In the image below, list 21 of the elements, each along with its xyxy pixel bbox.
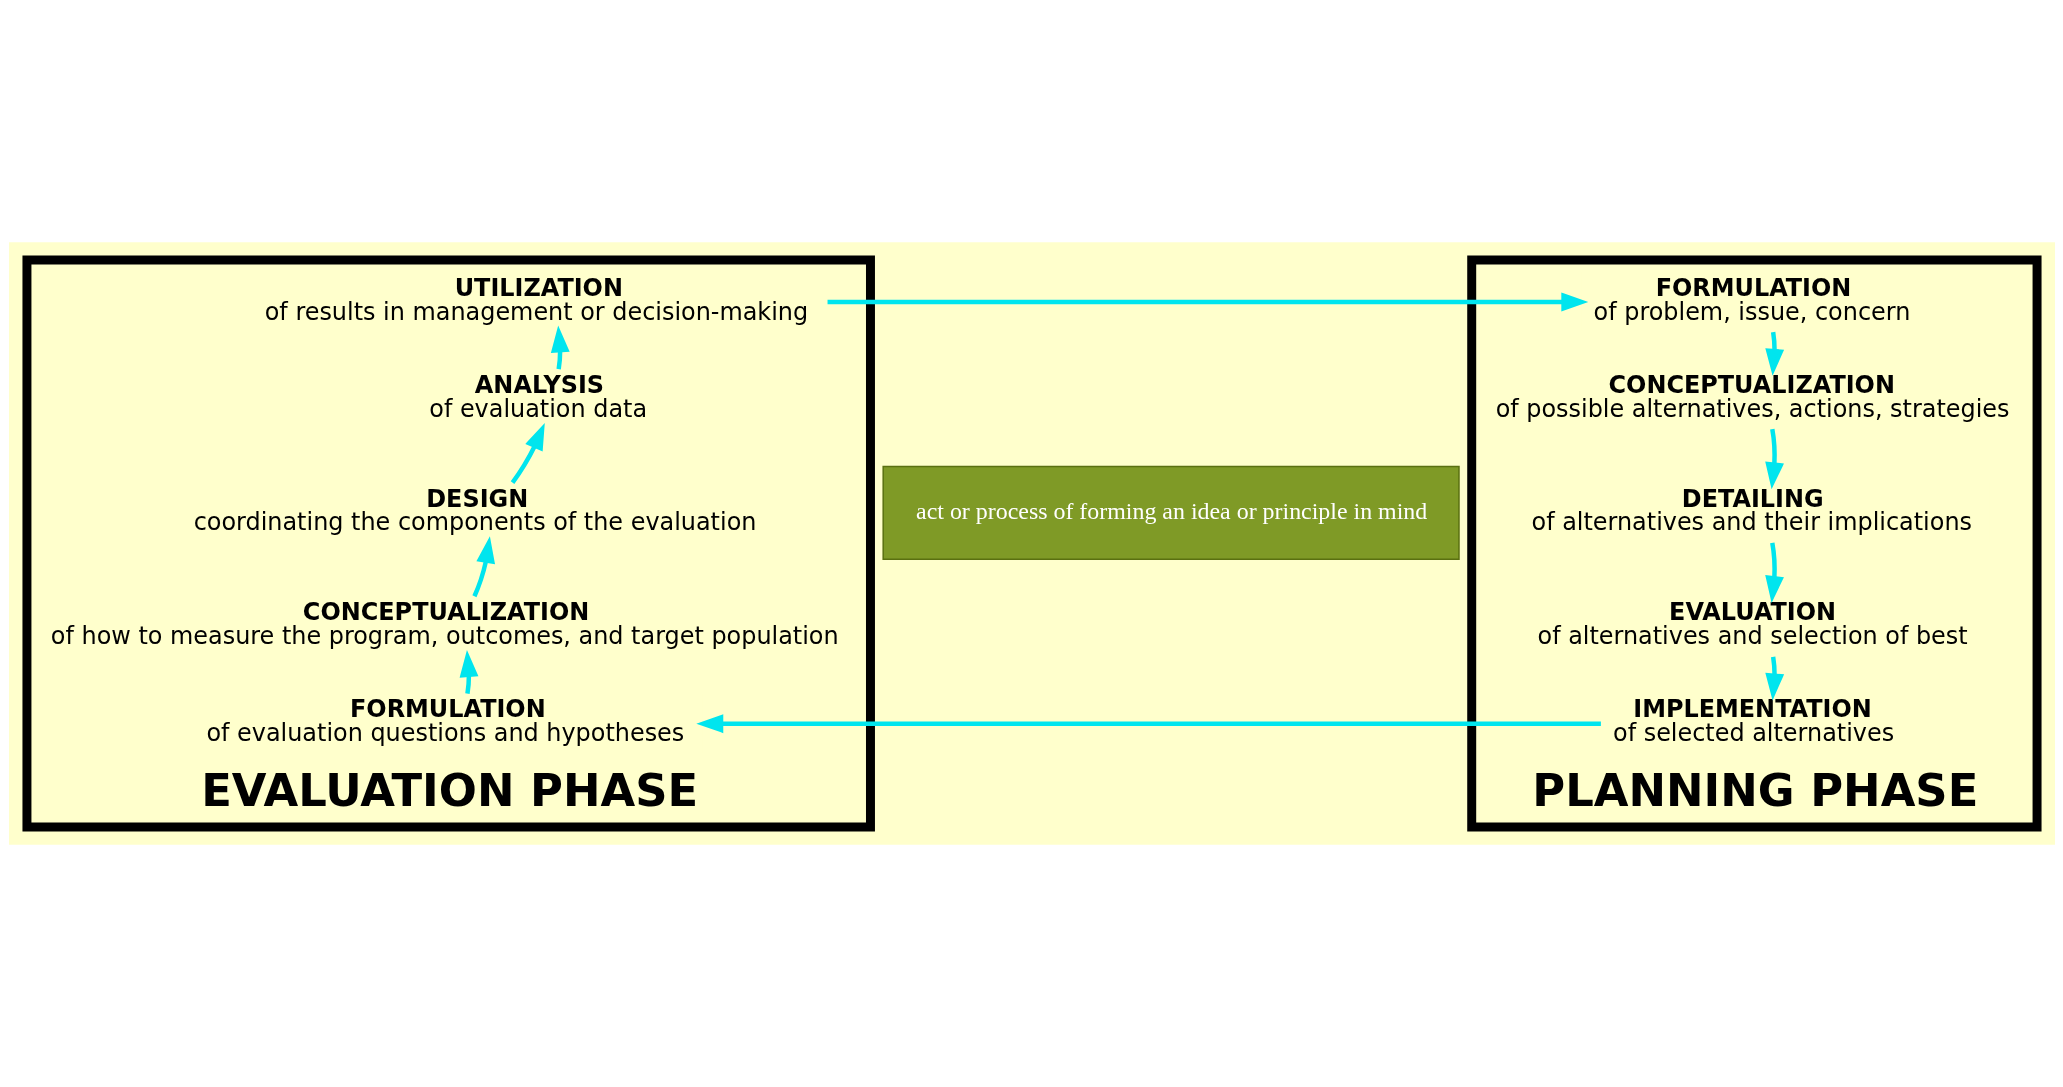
arrow <box>550 325 570 370</box>
node-text: IMPLEMENTATION of selected alternatives <box>1612 695 1894 748</box>
arrow <box>1764 656 1784 701</box>
node-text: DESIGN coordinating the components of the evaluation <box>193 484 756 537</box>
node-text: CONCEPTUALIZATION of how to measure the program, outcomes, and target population <box>50 598 839 651</box>
arrow <box>459 650 478 694</box>
node-text: UTILIZATION of results in management or decision-making <box>264 273 808 326</box>
arrow <box>695 714 1601 734</box>
arrow <box>1764 428 1784 490</box>
node-text: CONCEPTUALIZATION of possible alternatives, actions, strategies <box>1495 370 2009 423</box>
node-text: FORMULATION of problem, issue, concern <box>1593 273 1910 326</box>
arrow <box>471 536 495 598</box>
arrow <box>1764 542 1784 603</box>
node-text: DETAILING of alternatives and their implications <box>1531 484 1972 537</box>
node-text: ANALYSIS of evaluation data <box>428 370 647 423</box>
arrow <box>510 422 545 484</box>
node-text: EVALUATION of alternatives and selection of best <box>1537 598 1968 651</box>
node-box: act or process of forming an idea or principle in mind <box>881 465 1460 560</box>
arrow <box>1764 331 1784 376</box>
node-text: FORMULATION of evaluation questions and hypotheses <box>205 695 684 748</box>
arrow <box>827 292 1588 312</box>
